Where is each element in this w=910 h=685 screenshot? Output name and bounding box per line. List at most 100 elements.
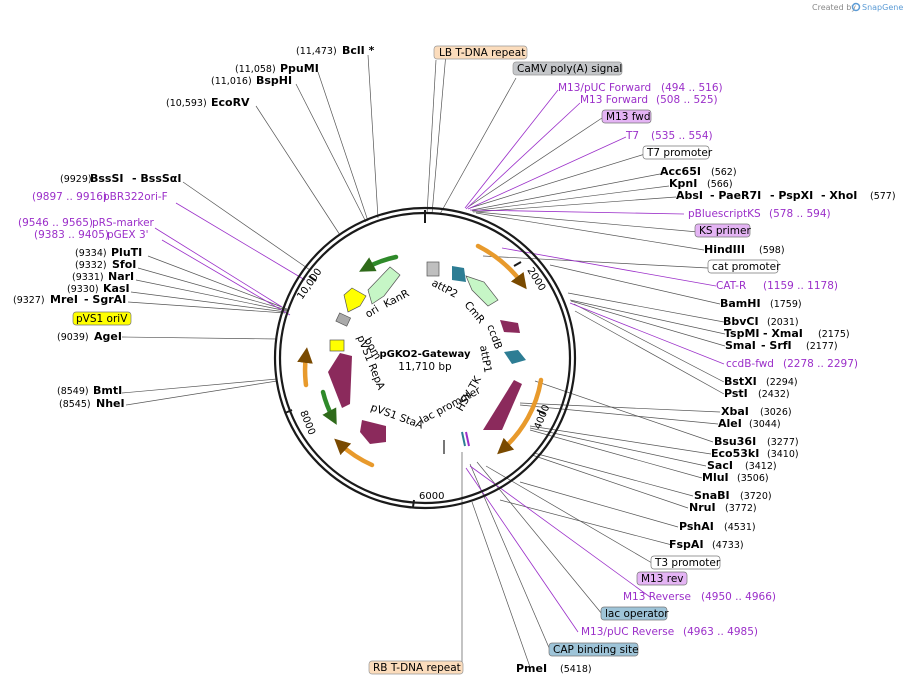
plasmid-name: pGKO2-Gateway — [380, 349, 471, 360]
primer-name: T7 — [625, 130, 639, 142]
enzyme-extra: - XmaI — [763, 327, 803, 340]
primer-name: M13 Forward — [580, 94, 648, 106]
enzyme-name: SmaI — [725, 339, 756, 352]
cap-site-label: CAP binding site — [553, 644, 639, 656]
primer-pos: (494 .. 516) — [661, 82, 723, 94]
cat-promoter-label: cat promoter — [712, 261, 781, 273]
primer-name: ccdB-fwd — [726, 358, 774, 370]
pvs1-repa-arrow — [328, 353, 352, 408]
enzyme-pos: (9330) — [67, 284, 99, 295]
enzyme-extra: - SgrAI — [84, 293, 126, 306]
enzyme-name: PluTI — [111, 246, 142, 259]
enzyme-pos: (9327) — [13, 295, 45, 306]
enzyme-name: NheI — [96, 397, 125, 410]
enzyme-name: PpuMI — [280, 62, 319, 75]
primer-name: pGEX 3' — [107, 229, 149, 241]
enzyme-pos: (3412) — [745, 461, 777, 472]
pvs1-staa-arrow — [360, 420, 386, 444]
enzyme-pos: (577) — [870, 191, 896, 202]
primer-pos: (578 .. 594) — [769, 208, 831, 220]
enzyme-pos: (3772) — [725, 503, 757, 514]
plasmid-length: 11,710 bp — [398, 361, 452, 373]
left-enzyme-labels: (11,473) BclI * (11,058) PpuMI (11,016) … — [13, 44, 375, 410]
primer-pos: (4963 .. 4985) — [683, 626, 758, 638]
enzyme-pos: (566) — [707, 179, 733, 190]
credit-brand: SnapGene — [862, 3, 903, 12]
enzyme-name: KpnI — [669, 177, 697, 190]
rb-tdna-label: RB T-DNA repeat — [373, 662, 461, 674]
enzyme-name: BbvCI — [723, 315, 759, 328]
pvs1-oriv-feature — [329, 339, 345, 352]
enzyme-pos: (8549) — [57, 386, 89, 397]
enzyme-name: SacI — [707, 459, 733, 472]
enzyme-pos: (9332) — [75, 260, 107, 271]
enzyme-name: AleI — [718, 417, 742, 430]
primer-pos: (9897 .. 9916) — [32, 191, 107, 203]
primer-name: pBluescriptKS — [688, 208, 761, 220]
primer-pos: (508 .. 525) — [656, 94, 718, 106]
enzyme-extra: - PspXI — [770, 189, 813, 202]
primer-name: pBR322ori-F — [103, 191, 168, 203]
ori-arrow — [343, 287, 367, 313]
enzyme-extra: - XhoI — [821, 189, 857, 202]
orange-arcs — [297, 243, 544, 468]
label-ori: ori — [363, 303, 381, 320]
enzyme-name: NruI — [689, 501, 716, 514]
enzyme-pos: (3720) — [740, 491, 772, 502]
t7-promoter-label: T7 promoter — [646, 147, 713, 159]
enzyme-pos: (3277) — [767, 437, 799, 448]
enzyme-name: SfoI — [112, 258, 136, 271]
enzyme-name: KasI — [103, 282, 130, 295]
credit-text: Created by — [812, 3, 856, 12]
primer-name: M13 Reverse — [623, 591, 691, 603]
enzyme-name: Acc65I — [660, 165, 701, 178]
label-cmr: CmR — [462, 299, 487, 326]
enzyme-pos: (2031) — [767, 317, 799, 328]
m13-rev-label: M13 rev — [641, 573, 684, 585]
box-pvs1-oriv: pVS1 oriV — [72, 311, 132, 326]
enzyme-pos: (11,058) — [235, 64, 276, 75]
ccdb-arrow — [500, 320, 520, 333]
features — [328, 261, 526, 454]
primer-name: M13/pUC Reverse — [581, 626, 674, 638]
enzyme-name: PmeI — [516, 662, 547, 675]
enzyme-name: SnaBI — [694, 489, 730, 502]
enzyme-pos: (9331) — [72, 272, 104, 283]
label-attp2: attP2 — [430, 277, 460, 301]
ring-ticks — [284, 210, 546, 508]
primer-name: pRS-marker — [92, 217, 155, 229]
m13-fwd-label: M13 fwd — [606, 111, 651, 123]
enzyme-pos: (9334) — [75, 248, 107, 259]
enzyme-extra: - PaeR7I — [710, 189, 761, 202]
enzyme-pos: (11,473) — [296, 46, 337, 57]
primer-pos: (9383 .. 9405) — [34, 229, 109, 241]
enzyme-extra: - SrfI — [761, 339, 792, 352]
snapgene-credit: Created by SnapGene — [812, 2, 903, 12]
enzyme-pos: (3410) — [767, 449, 799, 460]
attp2-feature — [426, 261, 440, 277]
enzyme-name: EcoRV — [211, 96, 250, 109]
snapgene-logo-icon — [851, 2, 861, 12]
enzyme-pos: (10,593) — [166, 98, 207, 109]
enzyme-pos: (9929) — [60, 174, 92, 185]
enzyme-pos: (3026) — [760, 407, 792, 418]
enzyme-name: BspHI — [256, 74, 292, 87]
enzyme-name: BamHI — [720, 297, 761, 310]
hsv-tk-arrow — [483, 380, 522, 430]
enzyme-pos: (2175) — [818, 329, 850, 340]
enzyme-name: MreI — [50, 293, 78, 306]
enzyme-pos: (4531) — [724, 522, 756, 533]
enzyme-pos: (598) — [759, 245, 785, 256]
left-primer-labels: (9897 .. 9916) pBR322ori-F (9546 .. 9565… — [18, 191, 168, 241]
enzyme-name: FspAI — [669, 538, 704, 551]
primer-pos: (4950 .. 4966) — [701, 591, 776, 603]
enzyme-name: Bsu36I — [714, 435, 756, 448]
enzyme-name: AbsI — [676, 189, 703, 202]
primer-pos: (535 .. 554) — [651, 130, 713, 142]
enzyme-extra: - BssSαI — [132, 172, 181, 185]
enzyme-name: BmtI — [93, 384, 122, 397]
camv-label: CaMV poly(A) signal — [517, 63, 622, 75]
enzyme-pos: (562) — [711, 167, 737, 178]
